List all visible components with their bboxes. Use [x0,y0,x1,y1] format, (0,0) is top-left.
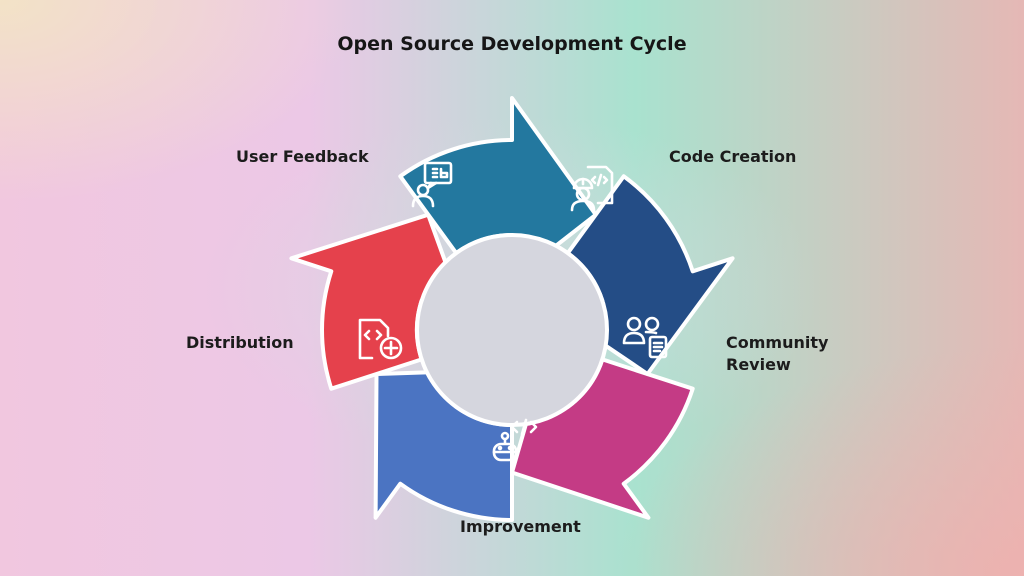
stage-label-code-creation: Code Creation [669,147,797,166]
diagram-title: Open Source Development Cycle [337,33,687,55]
stage-label-distribution: Distribution [186,333,294,352]
stage-label-user-feedback: User Feedback [236,147,369,166]
stage-label-improvement: Improvement [460,517,581,536]
user-feedback-chat-icon [411,161,453,208]
robot-code-icon [492,418,538,462]
stage-label-community-review: Community Review [726,333,829,374]
team-review-document-icon [622,316,668,359]
center-hole [415,233,609,427]
code-file-add-icon [358,318,403,360]
developer-code-document-icon [570,165,614,212]
